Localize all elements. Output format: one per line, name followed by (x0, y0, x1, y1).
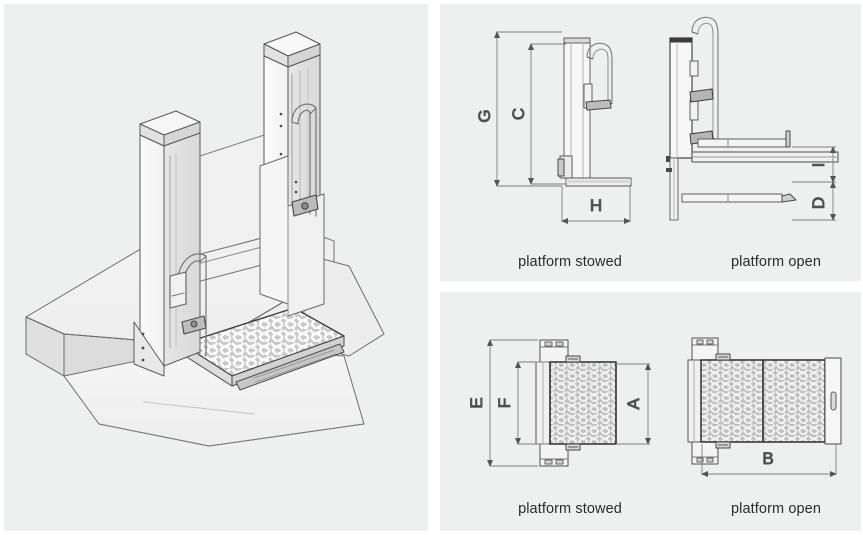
plan-view-stowed: E F (467, 339, 651, 467)
dimension-label-E: E (467, 397, 486, 408)
caption-plan-open: platform open (731, 501, 821, 517)
dimension-label-F: F (495, 398, 514, 408)
dimension-H (561, 186, 631, 224)
dimension-label-G: G (475, 109, 494, 122)
plan-views-panel: E F (440, 292, 861, 531)
mast-right (259, 31, 325, 317)
dimension-A (616, 363, 651, 445)
side-views-panel: G C (440, 4, 861, 281)
side-view-open: I D (666, 16, 839, 221)
dimension-label-D: D (809, 197, 828, 209)
dimension-B (701, 444, 837, 477)
mast-left (133, 110, 201, 377)
dimension-E (487, 339, 538, 467)
dimension-label-H: H (590, 196, 602, 215)
plan-view-open: B (687, 337, 842, 477)
dimension-G (494, 31, 562, 187)
caption-plan-stowed: platform stowed (518, 501, 622, 517)
dimension-label-B: B (762, 449, 773, 468)
dimension-label-I: I (809, 163, 828, 168)
dimension-D (792, 181, 836, 221)
handrail-left (169, 253, 207, 357)
isometric-drawing (25, 31, 385, 447)
caption-side-open: platform open (731, 254, 821, 270)
side-view-stowed: G C (475, 31, 632, 224)
dimension-C (528, 43, 566, 185)
handrail-right (291, 103, 319, 217)
caption-side-stowed: platform stowed (518, 254, 622, 270)
isometric-panel (4, 4, 428, 531)
dimension-label-C: C (509, 108, 528, 120)
plan-views-drawing: E F (467, 337, 842, 477)
dimension-label-A: A (624, 398, 643, 410)
dimension-F (515, 361, 548, 445)
side-views-drawing: G C (475, 16, 839, 224)
dimension-I (792, 146, 836, 183)
